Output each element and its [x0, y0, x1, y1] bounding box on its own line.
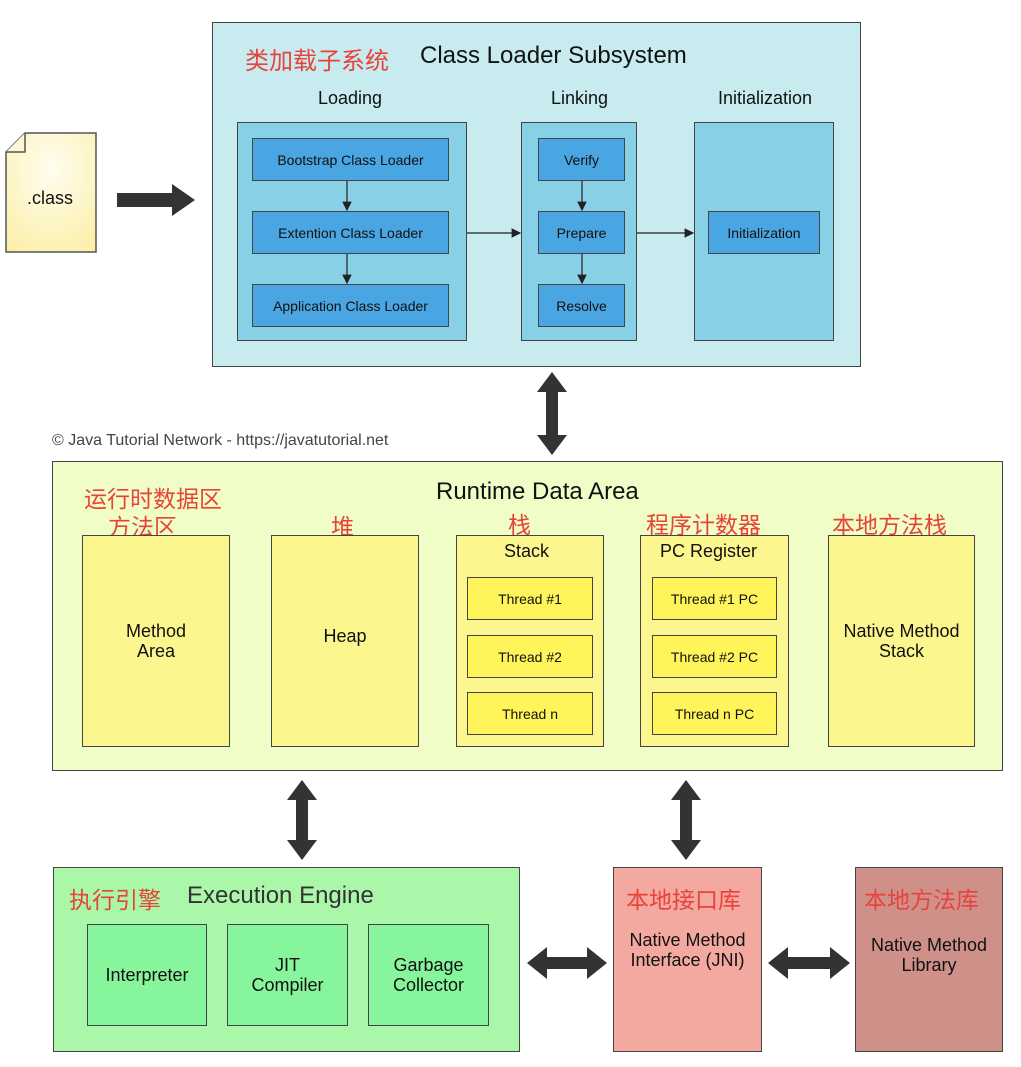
loader-runtime-double-arrow: [537, 372, 567, 455]
garbage-collector-label: Garbage Collector: [392, 955, 465, 995]
runtime-title: Runtime Data Area: [436, 478, 639, 505]
native-method-stack: Native Method Stack: [828, 535, 975, 747]
stack-thread-n: Thread n: [467, 692, 593, 735]
class-loader-title-cn: 类加载子系统: [245, 48, 389, 75]
application-class-loader: Application Class Loader: [252, 284, 449, 327]
garbage-collector: Garbage Collector: [368, 924, 489, 1026]
runtime-jni-double-arrow: [671, 780, 701, 860]
loading-label: Loading: [318, 88, 383, 108]
pc-thread-2: Thread #2 PC: [652, 635, 777, 678]
jni-label: Native Method Interface (JNI): [629, 929, 746, 970]
resolve: Resolve: [538, 284, 625, 327]
class-loader-title: Class Loader Subsystem: [420, 42, 687, 69]
initialization-label: Initialization: [718, 88, 813, 108]
pc-cn: 程序计数器: [646, 512, 761, 538]
bootstrap-class-loader: Bootstrap Class Loader: [252, 138, 449, 181]
runtime-title-cn: 运行时数据区: [84, 486, 222, 512]
initialization-step: Initialization: [708, 211, 820, 254]
jni-cn: 本地接口库: [626, 887, 741, 913]
native-stack-cn: 本地方法栈: [832, 512, 947, 538]
class-file-icon: .class: [5, 132, 97, 253]
library-label: Native Method Library: [870, 934, 988, 975]
verify: Verify: [538, 138, 625, 181]
class-to-loader-arrow: [117, 184, 195, 216]
native-method-interface: Native Method Interface (JNI): [613, 867, 762, 1052]
engine-jni-double-arrow: [527, 947, 607, 979]
runtime-engine-double-arrow: [287, 780, 317, 860]
stack-thread-1: Thread #1: [467, 577, 593, 620]
method-area-label: Method Area: [125, 621, 187, 661]
class-file-label: .class: [27, 188, 74, 208]
linking-label: Linking: [551, 88, 609, 108]
heap: Heap: [271, 535, 419, 747]
method-area: Method Area: [82, 535, 230, 747]
native-method-library: Native Method Library: [855, 867, 1003, 1052]
library-cn: 本地方法库: [864, 887, 979, 913]
copyright: © Java Tutorial Network - https://javatu…: [52, 432, 389, 449]
jni-library-double-arrow: [768, 947, 850, 979]
heap-label: Heap: [323, 626, 367, 646]
heap-cn: 堆: [331, 514, 354, 540]
pc-register-label: PC Register: [660, 541, 758, 561]
jit-compiler-label: JIT Compiler: [251, 955, 324, 995]
pc-thread-n: Thread n PC: [652, 692, 777, 735]
extension-class-loader: Extention Class Loader: [252, 211, 449, 254]
execution-title-cn: 执行引擎: [69, 887, 161, 913]
execution-title: Execution Engine: [187, 882, 374, 909]
pc-thread-1: Thread #1 PC: [652, 577, 777, 620]
stack-thread-2: Thread #2: [467, 635, 593, 678]
stack-cn: 栈: [508, 512, 531, 538]
interpreter: Interpreter: [87, 924, 207, 1026]
stack-label: Stack: [504, 541, 550, 561]
jit-compiler: JIT Compiler: [227, 924, 348, 1026]
native-stack-label: Native Method Stack: [843, 621, 960, 661]
prepare: Prepare: [538, 211, 625, 254]
